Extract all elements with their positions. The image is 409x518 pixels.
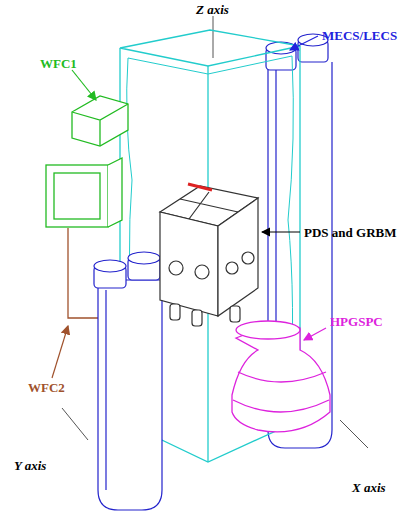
instrument-label: PDS and GRBM: [304, 225, 396, 240]
axis-label: Z axis: [196, 2, 229, 17]
instrument-label: WFC2: [28, 380, 65, 395]
y-axis-line: [62, 408, 88, 440]
axis-label: X axis: [352, 480, 386, 495]
instrument-label: WFC1: [40, 56, 77, 71]
axis-label: Y axis: [14, 458, 46, 473]
instrument-label: MECS/LECS: [322, 28, 397, 43]
instrument-label: HPGSPC: [330, 314, 383, 329]
